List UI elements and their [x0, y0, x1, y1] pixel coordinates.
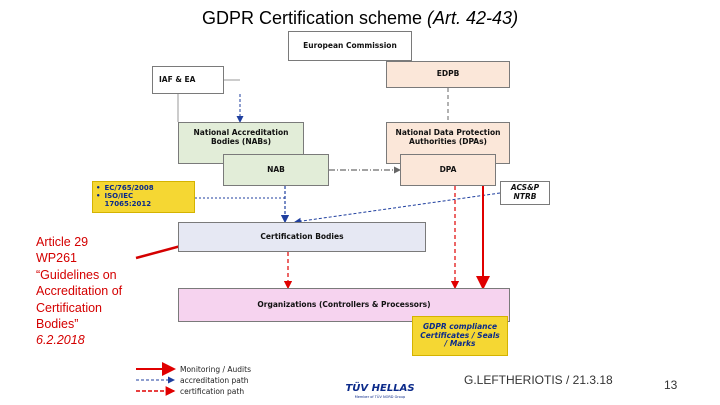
article-annotation: Article 29 WP261 “Guidelines on Accredit… — [36, 234, 156, 349]
gdpr-compliance-box: GDPR compliance Certificates / Seals / M… — [412, 316, 508, 356]
legend-monitoring-label: Monitoring / Audits — [180, 365, 251, 374]
certification-bodies-box: Certification Bodies — [178, 222, 426, 252]
legend-accreditation-label: accreditation path — [180, 376, 249, 385]
page-number: 13 — [664, 378, 678, 392]
iaf-ea-label: IAF & EA — [159, 74, 196, 84]
edpb-label: EDPB — [436, 69, 460, 79]
standards-item-label: ISO/IEC 17065:2012 — [104, 192, 152, 209]
article-date: 6.2.2018 — [36, 333, 85, 348]
european-commission-label: European Commission — [303, 40, 397, 50]
standards-item-label: EC/765/2008 — [104, 184, 154, 192]
nab-label: NAB — [267, 164, 285, 174]
title-sub: (Art. 42-43) — [427, 8, 519, 28]
article-line: WP261 — [36, 251, 77, 266]
dpa-label: DPA — [439, 164, 457, 174]
article-line: Article 29 — [36, 235, 89, 249]
nab-box: NAB — [223, 154, 329, 186]
standards-item: •ISO/IEC 17065:2012 — [96, 192, 164, 208]
acs-ntrb-label: ACS&P NTRB — [510, 183, 540, 201]
standards-list: •EC/765/2008 •ISO/IEC 17065:2012 — [96, 184, 164, 208]
acs-ntrb-box: ACS&P NTRB — [500, 181, 550, 205]
gdpr-compliance-label: GDPR compliance Certificates / Seals / M… — [420, 322, 500, 349]
page-title: GDPR Certification scheme (Art. 42-43) — [0, 8, 720, 29]
legend-certification-label: certification path — [180, 387, 245, 396]
standards-box: •EC/765/2008 •ISO/IEC 17065:2012 — [92, 181, 195, 213]
logo-tagline: Member of TÜV NORD Group — [355, 394, 406, 399]
dpas-label: National Data Protection Authorities (DP… — [395, 128, 501, 146]
title-main: GDPR Certification scheme — [201, 8, 423, 28]
logo-text: TÜV HELLAS — [345, 380, 414, 394]
footer-author: G.LEFTHERIOTIS / 21.3.18 — [464, 373, 613, 387]
european-commission-box: European Commission — [288, 31, 412, 61]
standards-item: •EC/765/2008 — [96, 184, 154, 192]
nabs-label: National Accreditation Bodies (NABs) — [193, 128, 289, 146]
certification-bodies-label: Certification Bodies — [260, 231, 344, 241]
organizations-label: Organizations (Controllers & Processors) — [257, 299, 431, 309]
dpa-box: DPA — [400, 154, 496, 186]
iaf-ea-box: IAF & EA — [152, 66, 224, 94]
acs-cb-path — [294, 192, 501, 225]
tuv-hellas-logo: TÜV HELLAS Member of TÜV NORD Group — [345, 380, 414, 399]
article-line: Accreditation of — [36, 284, 123, 299]
edpb-box: EDPB — [386, 61, 510, 88]
article-line: Bodies” — [36, 317, 79, 332]
article-line: Certification — [36, 300, 102, 315]
article-line: “Guidelines on — [36, 267, 117, 282]
